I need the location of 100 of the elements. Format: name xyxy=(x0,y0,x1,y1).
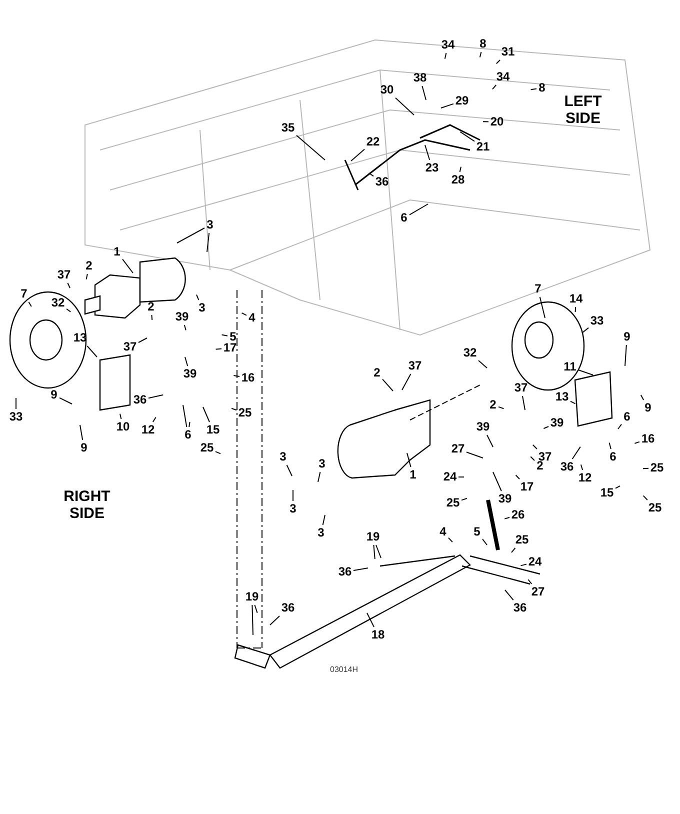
leader-line xyxy=(582,327,589,334)
callout-number: 25 xyxy=(200,442,214,454)
callout-number: 16 xyxy=(641,432,655,446)
callout-number: 27 xyxy=(451,442,465,456)
leader-line xyxy=(608,442,612,450)
leader-line xyxy=(120,413,122,420)
callout-number: 36 xyxy=(281,602,295,614)
callout-number: 9 xyxy=(80,442,88,454)
leader-line xyxy=(422,86,426,100)
leader-line xyxy=(66,308,72,312)
drawing-number: 03014H xyxy=(330,665,358,674)
callout-number: 12 xyxy=(141,424,155,436)
leader-line xyxy=(570,400,576,404)
callout-number: 8 xyxy=(538,82,546,94)
callout-number: 6 xyxy=(400,212,408,224)
callout-number: 2 xyxy=(490,398,496,412)
leader-line xyxy=(241,312,247,316)
leader-line xyxy=(504,516,510,520)
callout-number: 3 xyxy=(206,218,214,232)
leader-line xyxy=(366,612,374,628)
leader-line xyxy=(618,424,622,430)
callout-number: 15 xyxy=(600,486,614,500)
callout-number: 17 xyxy=(520,480,534,494)
leader-line xyxy=(353,568,368,571)
leader-line xyxy=(152,416,156,422)
leader-line xyxy=(634,441,640,444)
callout-number: 9 xyxy=(644,402,652,414)
leader-line xyxy=(424,144,430,160)
leader-line xyxy=(252,604,254,636)
leader-line xyxy=(459,166,462,172)
callout-number: 16 xyxy=(241,372,255,384)
leader-line xyxy=(461,498,468,501)
callout-number: 19 xyxy=(366,530,380,544)
callout-number: 36 xyxy=(338,566,352,578)
leader-line xyxy=(382,378,394,392)
leader-line xyxy=(373,544,376,560)
leader-line xyxy=(532,444,538,450)
side-label: LEFT SIDE xyxy=(563,93,603,127)
callout-number: 33 xyxy=(590,314,604,328)
leader-line xyxy=(196,294,200,300)
leader-line xyxy=(492,84,497,90)
callout-number: 21 xyxy=(476,140,490,154)
callout-number: 10 xyxy=(116,420,130,434)
callout-number: 32 xyxy=(51,296,65,310)
callout-number: 32 xyxy=(463,346,477,360)
callout-number: 39 xyxy=(498,492,512,506)
callout-number: 5 xyxy=(474,526,480,538)
leader-line xyxy=(466,452,484,458)
leader-line xyxy=(350,148,365,162)
leader-line xyxy=(270,616,280,626)
leader-line xyxy=(642,495,648,500)
leader-line xyxy=(458,476,464,478)
callout-number: 36 xyxy=(560,460,574,474)
leader-line xyxy=(482,538,488,546)
leader-line xyxy=(520,564,527,566)
leader-line xyxy=(184,324,186,331)
leader-line xyxy=(615,485,620,489)
leader-line xyxy=(492,472,502,492)
leader-line xyxy=(292,490,294,502)
callout-number: 11 xyxy=(564,360,576,374)
callout-number: 15 xyxy=(206,424,220,436)
callout-number: 25 xyxy=(648,502,662,514)
leader-line xyxy=(67,282,70,289)
callout-number: 39 xyxy=(175,310,189,324)
leader-line xyxy=(528,579,532,584)
callout-number: 7 xyxy=(534,282,542,296)
leader-line xyxy=(402,374,412,390)
leader-line xyxy=(122,258,134,274)
callout-number: 1 xyxy=(410,468,416,482)
callout-number: 19 xyxy=(245,590,259,604)
leader-line xyxy=(406,452,412,468)
leader-line xyxy=(448,537,453,542)
leader-line xyxy=(318,472,321,482)
callout-number: 25 xyxy=(238,406,252,420)
leader-line xyxy=(182,404,188,428)
leader-line xyxy=(221,334,228,336)
leader-line xyxy=(498,406,504,410)
callout-number: 17 xyxy=(223,342,237,354)
callout-number: 6 xyxy=(624,410,630,424)
callout-number: 39 xyxy=(550,416,564,430)
callout-number: 2 xyxy=(536,460,544,472)
leader-line xyxy=(640,394,644,400)
leader-line xyxy=(539,296,546,318)
callout-number: 34 xyxy=(441,38,455,52)
callout-number: 9 xyxy=(50,388,58,402)
leader-line xyxy=(215,451,221,454)
leader-line xyxy=(138,338,148,343)
leader-line xyxy=(496,60,500,64)
callout-number: 23 xyxy=(425,162,439,174)
leader-line xyxy=(233,375,240,377)
callout-number: 36 xyxy=(375,176,389,188)
callout-number: 24 xyxy=(528,556,542,568)
callout-number: 3 xyxy=(198,302,206,314)
callout-number: 37 xyxy=(408,360,422,372)
leader-line xyxy=(530,88,537,90)
callout-number: 7 xyxy=(20,288,28,300)
leader-line xyxy=(395,97,414,116)
callout-number: 8 xyxy=(480,38,486,50)
callout-number: 4 xyxy=(440,526,446,538)
callout-number: 13 xyxy=(73,332,87,344)
